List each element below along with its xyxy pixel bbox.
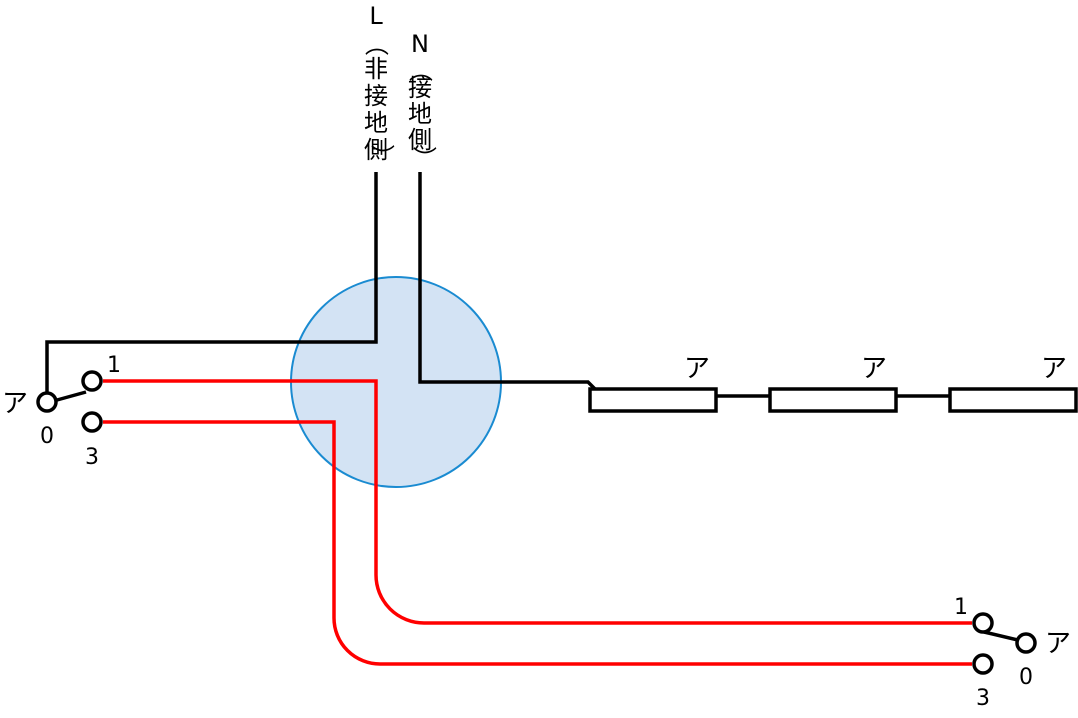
terminal-label-0: 0 [40,424,54,449]
three-way-switch-right: ア 0 1 3 [954,595,1071,711]
neutral-letter: N [411,30,429,58]
live-supply-label: L （ 非 接 地 側 ） [362,2,396,168]
live-label-char: 側 [364,136,388,164]
live-label-char: （ [362,32,390,56]
neutral-label-char: ） [410,146,438,170]
neutral-supply-label: N （ 接 地 側 ） [406,30,438,170]
switch-terminal-3 [81,411,103,433]
lamp-symbol: ア [1041,354,1067,384]
switch-lever [983,630,1019,642]
lamp: ア [588,354,718,413]
switch-symbol: ア [1045,629,1071,659]
switch-terminal-3 [972,653,994,675]
three-way-switch-left: ア 0 1 3 [2,353,121,470]
switch-lever [56,390,87,402]
live-label-char: ） [368,144,396,168]
switch-terminal-0 [36,391,58,413]
lamp-symbol: ア [684,354,710,384]
switch-symbol: ア [2,389,28,419]
lamp-symbol: ア [861,354,887,384]
traveler-wire-3 [103,420,972,666]
neutral-label-char: 地 [408,100,432,128]
live-letter: L [369,2,383,30]
live-wire [45,172,378,398]
neutral-label-char: （ [406,58,434,82]
terminal-label-3: 3 [85,445,99,470]
switch-terminal-1 [972,612,994,634]
neutral-wire [418,172,598,392]
lamp-body [948,387,1078,413]
switch-terminal-0 [1015,632,1037,654]
lamp: ア [948,354,1078,413]
switch-terminal-1 [81,370,103,392]
terminal-label-3: 3 [976,686,990,711]
terminal-label-0: 0 [1019,665,1033,690]
live-label-char: 接 [364,82,388,110]
terminal-label-1: 1 [954,595,968,620]
live-label-char: 非 [364,55,388,83]
lamp-body [768,387,898,413]
live-label-char: 地 [364,109,388,137]
traveler-wire-1 [103,379,972,625]
lamp-body [588,387,718,413]
neutral-label-char: 側 [408,126,432,154]
lamp: ア [768,354,898,413]
terminal-label-1: 1 [107,353,121,378]
neutral-label-char: 接 [408,74,432,102]
